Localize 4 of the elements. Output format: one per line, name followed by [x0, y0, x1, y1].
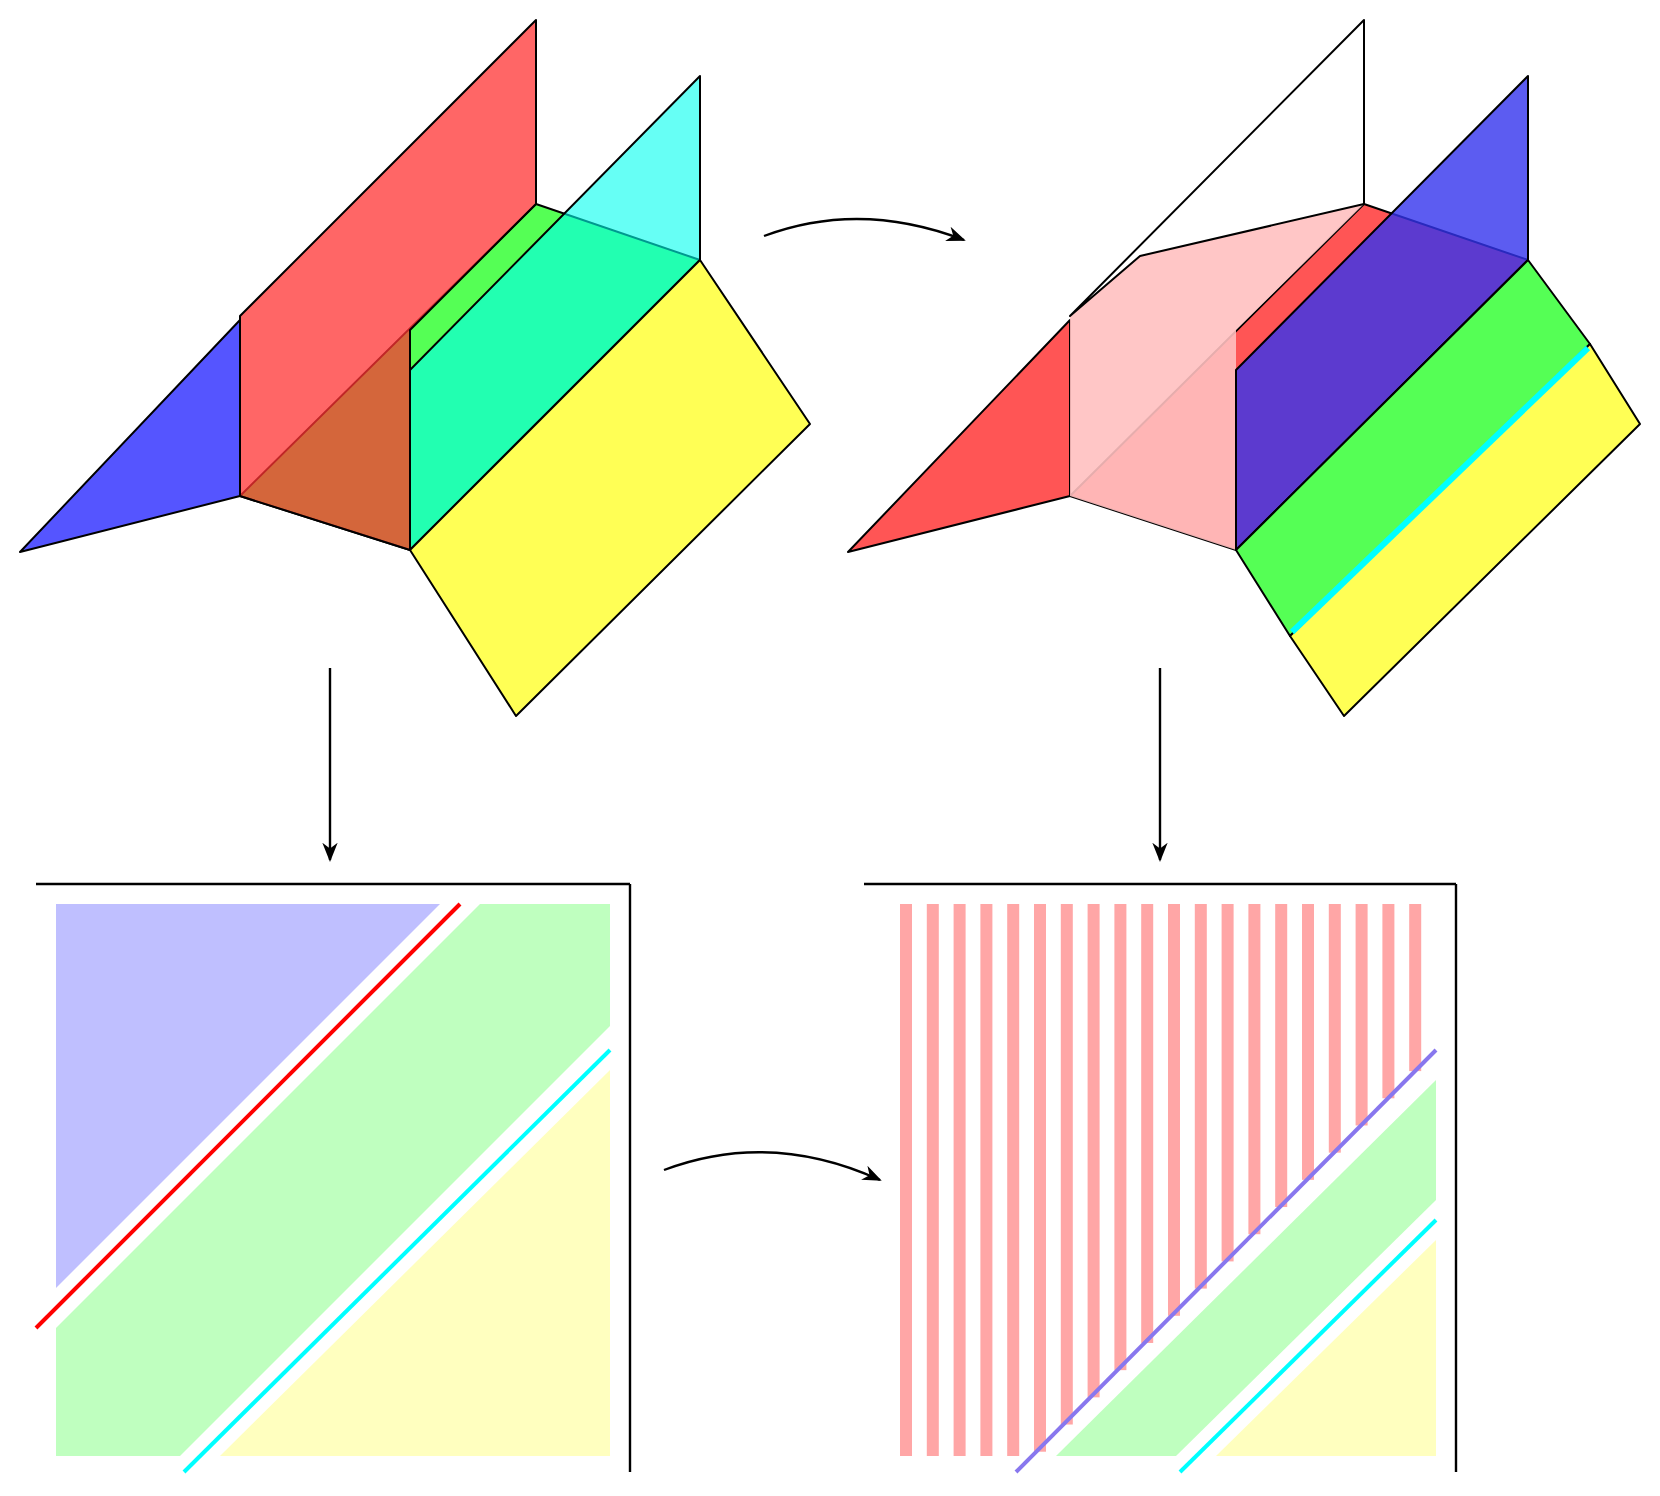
arrow	[1152, 668, 1168, 862]
arrow	[322, 668, 338, 862]
arrow	[763, 217, 966, 242]
arrow	[663, 1151, 882, 1182]
